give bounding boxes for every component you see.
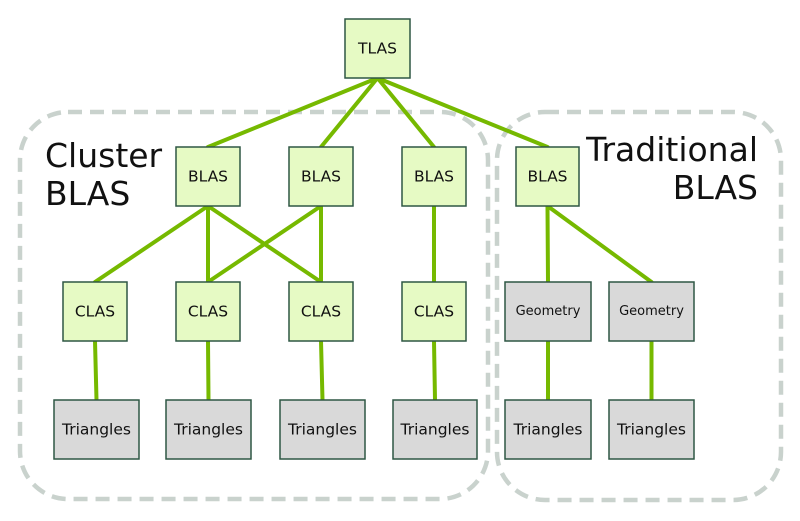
node-blas-2: BLAS bbox=[288, 146, 354, 207]
cluster-blas-title-line2: BLAS bbox=[45, 174, 130, 213]
node-clas-4: CLAS bbox=[401, 281, 467, 342]
node-geometry-2: Geometry bbox=[608, 281, 695, 342]
node-blas-4: BLAS bbox=[515, 146, 580, 207]
blas-3-label: BLAS bbox=[414, 168, 454, 186]
triangles-4-box bbox=[392, 399, 478, 460]
triangles-2-label: Triangles bbox=[173, 421, 243, 439]
node-blas-1: BLAS bbox=[175, 146, 241, 207]
clas-4-label: CLAS bbox=[414, 303, 454, 321]
node-triangles-3: Triangles bbox=[279, 399, 366, 460]
triangles-2-box bbox=[165, 399, 252, 460]
clas-3-label: CLAS bbox=[301, 303, 341, 321]
traditional-blas-title-line2: BLAS bbox=[673, 168, 758, 207]
triangles-5-label: Triangles bbox=[513, 421, 583, 439]
blas-2-label: BLAS bbox=[301, 168, 341, 186]
edges bbox=[93, 76, 654, 402]
blas-2-box bbox=[288, 146, 354, 207]
edge-blas-1-to-clas-1 bbox=[93, 204, 210, 284]
blas-4-label: BLAS bbox=[527, 168, 567, 186]
triangles-4-label: Triangles bbox=[400, 421, 470, 439]
triangles-3-label: Triangles bbox=[287, 421, 357, 439]
blas-1-box bbox=[175, 146, 241, 207]
node-blas-3: BLAS bbox=[401, 146, 467, 207]
triangles-6-box bbox=[608, 399, 695, 460]
geometry-1-label: Geometry bbox=[516, 304, 581, 319]
edge-tlas-to-blas-2 bbox=[319, 76, 380, 149]
node-tlas: TLAS bbox=[344, 18, 411, 79]
clas-4-box bbox=[401, 281, 467, 342]
traditional-blas-title: Traditional bbox=[585, 130, 758, 169]
clas-1-label: CLAS bbox=[75, 303, 115, 321]
nodes: TLAS BLAS BLAS BLAS BLAS CLAS CLAS CL bbox=[53, 18, 695, 460]
node-clas-2: CLAS bbox=[175, 281, 241, 342]
triangles-6-label: Triangles bbox=[616, 421, 686, 439]
node-geometry-1: Geometry bbox=[504, 281, 592, 342]
node-triangles-4: Triangles bbox=[392, 399, 478, 460]
triangles-1-box bbox=[53, 399, 140, 460]
edge-blas-2-to-clas-2 bbox=[206, 204, 323, 284]
clas-3-box bbox=[288, 281, 354, 342]
edge-tlas-to-blas-1 bbox=[206, 76, 380, 149]
node-triangles-5: Triangles bbox=[504, 399, 592, 460]
tlas-label: TLAS bbox=[357, 40, 397, 58]
tlas-box bbox=[344, 18, 411, 79]
blas-3-box bbox=[401, 146, 467, 207]
triangles-1-label: Triangles bbox=[61, 421, 131, 439]
edge-tlas-to-blas-3 bbox=[375, 76, 436, 149]
geometry-2-box bbox=[608, 281, 695, 342]
clas-1-box bbox=[62, 281, 128, 342]
edge-tlas-to-blas-4 bbox=[375, 76, 550, 149]
edge-clas-2-to-triangles-2 bbox=[206, 339, 211, 402]
node-triangles-2: Triangles bbox=[165, 399, 252, 460]
cluster-blas-region bbox=[17, 109, 491, 502]
edge-clas-3-to-triangles-3 bbox=[319, 339, 325, 402]
node-clas-3: CLAS bbox=[288, 281, 354, 342]
cluster-blas-title: Cluster bbox=[45, 136, 163, 175]
triangles-5-box bbox=[504, 399, 592, 460]
edge-clas-1-to-triangles-1 bbox=[93, 339, 99, 402]
traditional-blas-region bbox=[494, 109, 784, 503]
node-triangles-6: Triangles bbox=[608, 399, 695, 460]
triangles-3-box bbox=[279, 399, 366, 460]
geometry-2-label: Geometry bbox=[619, 304, 684, 319]
node-clas-1: CLAS bbox=[62, 281, 128, 342]
edge-clas-4-to-triangles-4 bbox=[432, 339, 437, 402]
geometry-1-box bbox=[504, 281, 592, 342]
clas-2-label: CLAS bbox=[188, 303, 228, 321]
node-triangles-1: Triangles bbox=[53, 399, 140, 460]
blas-4-box bbox=[515, 146, 580, 207]
clas-2-box bbox=[175, 281, 241, 342]
blas-1-label: BLAS bbox=[188, 168, 228, 186]
edge-blas-4-to-geometry-2 bbox=[545, 204, 654, 284]
edge-blas-4-to-geometry-1 bbox=[545, 204, 550, 284]
